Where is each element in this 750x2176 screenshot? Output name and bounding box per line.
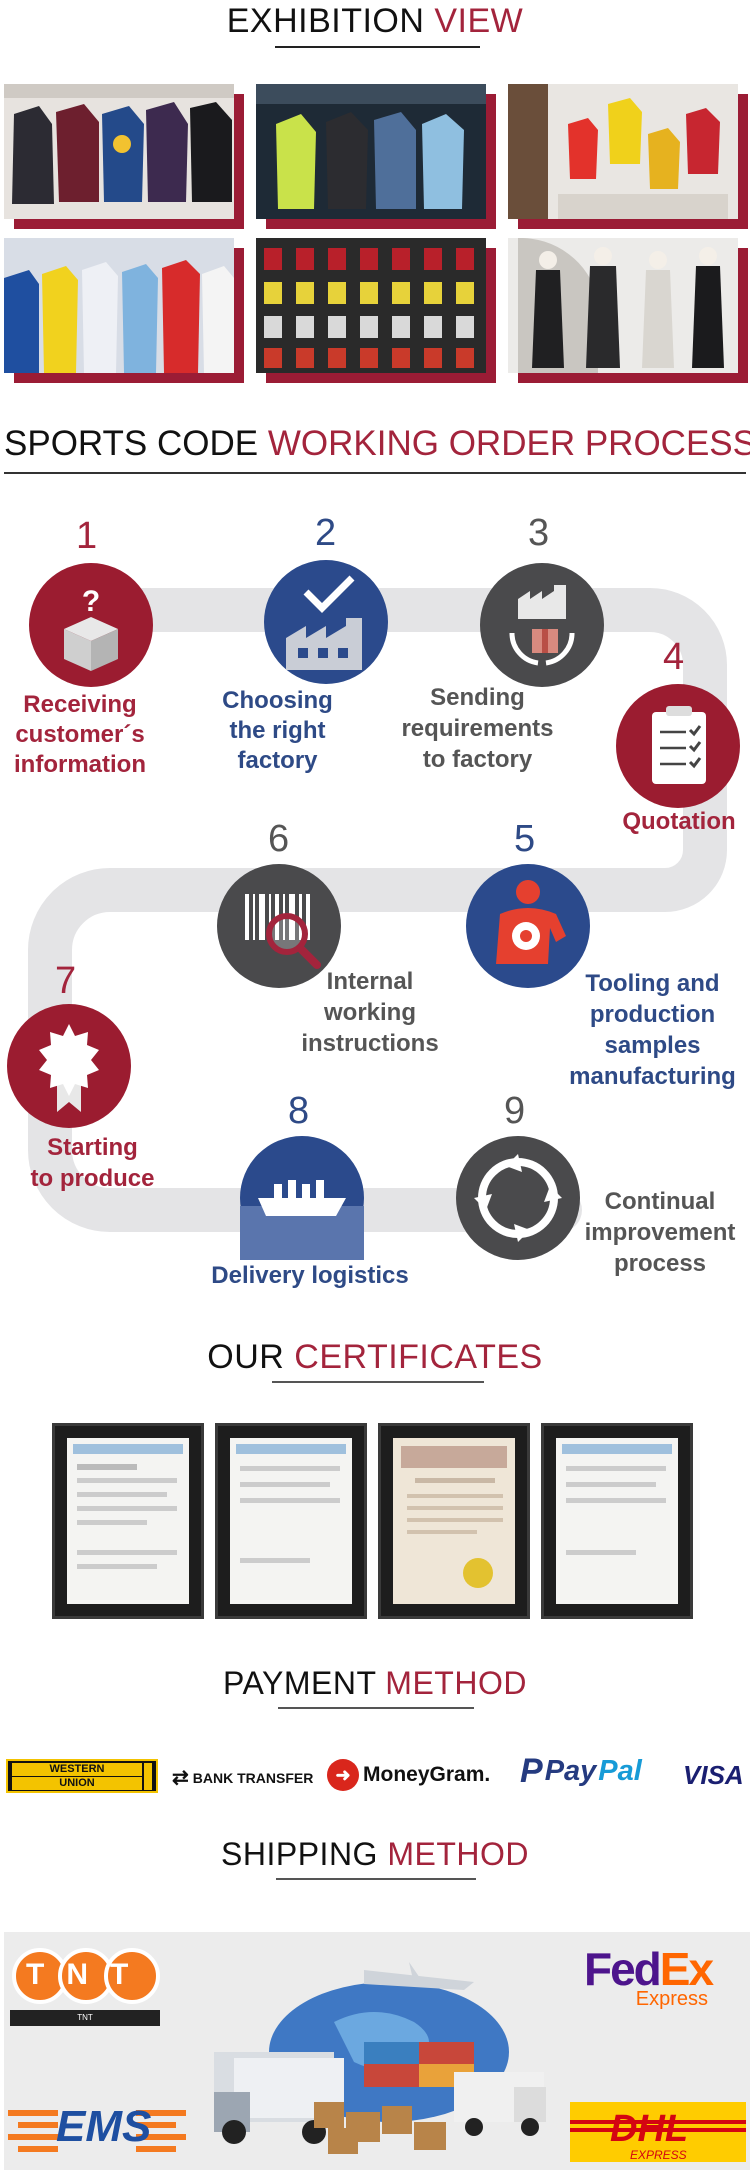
- tnt-bar: TNT: [10, 2010, 160, 2026]
- step-9-number: 9: [504, 1090, 526, 1132]
- exhibition-photo-5: [256, 238, 496, 383]
- step-3-circle: [480, 563, 604, 687]
- cargo-ship-icon: [240, 1180, 364, 1260]
- bank-transfer-logo: ⇄ BANK TRANSFER: [172, 1767, 314, 1789]
- tnt-logo: TNT: [10, 1946, 162, 2006]
- cycle-arrows-icon: [474, 1154, 562, 1242]
- exhibition-title-main: EXHIBITION: [226, 2, 425, 40]
- shipping-title-accent: METHOD: [387, 1836, 529, 1872]
- svg-text:?: ?: [82, 585, 100, 618]
- moneygram-logo: ➜ MoneyGram.: [327, 1759, 490, 1791]
- exhibition-photo-1: [4, 84, 244, 229]
- step-5-circle: [466, 864, 590, 988]
- dhl-logo: DHL EXPRESS: [570, 2102, 746, 2162]
- paypal-p-icon: P: [520, 1752, 543, 1790]
- shipping-title: SHIPPING METHOD: [0, 1836, 750, 1873]
- step-2-label: Choosing the right factory: [222, 687, 333, 774]
- exhibition-title-accent: VIEW: [434, 2, 524, 40]
- step-2-number: 2: [315, 512, 337, 554]
- process-title: SPORTS CODE WORKING ORDER PROCESS: [4, 424, 750, 464]
- clipboard-checklist-icon: [652, 706, 706, 784]
- western-union-logo: WESTERN UNION: [6, 1759, 158, 1793]
- step-6-circle: [217, 864, 341, 988]
- shipping-underline: [276, 1878, 476, 1880]
- step-4-circle: [616, 684, 740, 808]
- worker-gear-icon: [496, 880, 566, 964]
- visa-logo: VISA: [683, 1760, 744, 1790]
- exhibition-photo-2: [256, 84, 496, 229]
- step-4-label: Quotation: [622, 808, 736, 835]
- award-badge-icon: [39, 1024, 99, 1112]
- certificates-title-main: OUR: [207, 1338, 285, 1376]
- payment-title-accent: METHOD: [385, 1665, 527, 1701]
- moneygram-icon: ➜: [327, 1759, 359, 1791]
- step-4-number: 4: [663, 636, 685, 678]
- certificate-2: [215, 1423, 367, 1619]
- process-underline: [4, 472, 746, 474]
- step-7-circle: [7, 1004, 131, 1128]
- step-5-number: 5: [514, 818, 536, 860]
- step-1-label: Receiving customer´s information: [14, 691, 146, 778]
- exhibition-photo-4: [4, 238, 244, 383]
- certificates-underline: [272, 1381, 484, 1383]
- fedex-logo: FedEx Express: [584, 1943, 714, 2010]
- factory-cycle-icon: [509, 585, 575, 666]
- step-2-circle: [264, 560, 388, 684]
- certificate-1: [52, 1423, 204, 1619]
- certificates-title: OUR CERTIFICATES: [0, 1338, 750, 1377]
- step-8-number: 8: [288, 1090, 310, 1132]
- factory-check-icon: [286, 575, 362, 670]
- payment-title-main: PAYMENT: [223, 1665, 376, 1701]
- payment-underline: [278, 1707, 474, 1709]
- exhibition-photo-3: [508, 84, 748, 229]
- step-5-label: Tooling and production samples manufactu…: [569, 970, 736, 1090]
- step-6-label: Internal working instructions: [301, 968, 439, 1057]
- exhibition-title: EXHIBITION VIEW: [0, 2, 750, 41]
- step-3-number: 3: [528, 512, 550, 554]
- certificate-3: [378, 1423, 530, 1619]
- payment-title: PAYMENT METHOD: [0, 1665, 750, 1702]
- step-8-label: Delivery logistics: [211, 1262, 409, 1289]
- process-title-accent: WORKING ORDER PROCESS: [267, 424, 750, 463]
- process-title-main: SPORTS CODE: [4, 424, 259, 463]
- step-6-number: 6: [268, 818, 290, 860]
- barcode-magnifier-icon: [245, 894, 321, 969]
- shipping-banner: TNT TNT FedEx Express EMS: [4, 1932, 750, 2170]
- logistics-collage: [214, 1962, 546, 2154]
- shipping-title-main: SHIPPING: [221, 1836, 378, 1872]
- exhibition-underline: [275, 46, 480, 48]
- exhibition-photo-6: [508, 238, 748, 383]
- transfer-arrows-icon: ⇄: [172, 1767, 189, 1789]
- process-path: [27, 588, 727, 1232]
- question-box-icon: ?: [64, 585, 118, 671]
- step-7-number: 7: [55, 960, 77, 1002]
- step-7-label: Starting to produce: [30, 1134, 155, 1192]
- step-3-label: Sending requirements to factory: [401, 684, 554, 773]
- step-9-circle: [456, 1136, 580, 1260]
- step-1-circle: ?: [29, 563, 153, 687]
- step-9-label: Continual improvement process: [584, 1188, 736, 1277]
- step-1-number: 1: [76, 515, 98, 557]
- step-8-circle: [240, 1136, 364, 1260]
- certificate-4: [541, 1423, 693, 1619]
- ems-logo: EMS: [8, 2102, 188, 2158]
- certificates-title-accent: CERTIFICATES: [294, 1338, 543, 1376]
